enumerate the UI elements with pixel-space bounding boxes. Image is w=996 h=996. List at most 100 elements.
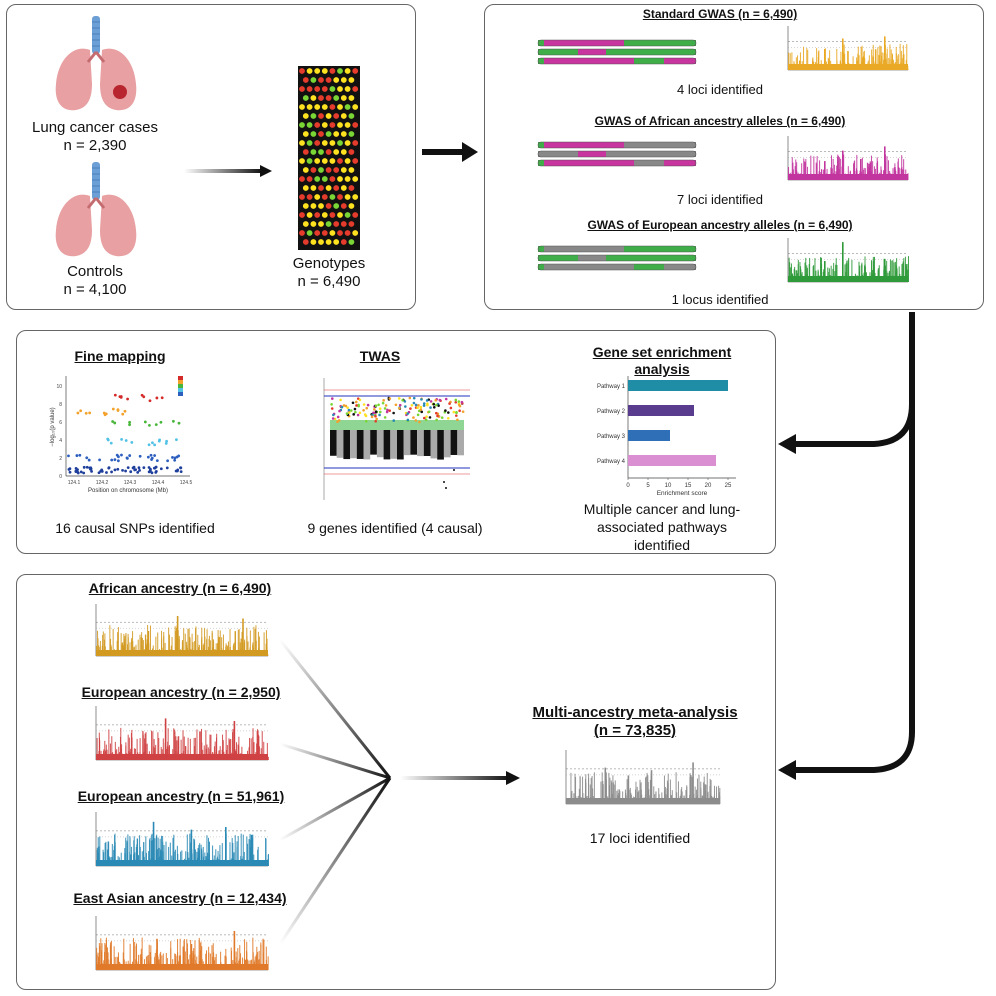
manhattan-point — [187, 737, 189, 760]
chromosome-segment — [538, 264, 544, 270]
manhattan-point — [104, 842, 106, 866]
gene-point — [379, 410, 382, 414]
manhattan-point — [193, 737, 195, 760]
manhattan-point — [172, 837, 174, 866]
gene-point — [420, 398, 423, 401]
y-tick-label: 8 — [59, 402, 62, 408]
manhattan-point — [139, 954, 141, 970]
manhattan-point — [677, 781, 679, 804]
genotype-dot — [306, 176, 313, 182]
gene-point — [383, 407, 387, 410]
manhattan-point — [203, 745, 205, 760]
manhattan-point — [219, 746, 221, 760]
genotype-dot — [340, 185, 347, 191]
genotype-dot — [340, 221, 347, 227]
genotype-dot — [352, 104, 359, 110]
gene-point — [424, 418, 428, 422]
manhattan-point — [896, 268, 898, 282]
manhattan-point — [207, 747, 209, 760]
manhattan-point — [96, 738, 98, 760]
manhattan-point — [99, 737, 101, 760]
genotype-dot — [321, 212, 328, 218]
gene-point — [434, 403, 438, 407]
manhattan-point — [104, 944, 106, 970]
gene-point — [432, 403, 436, 406]
gene-point — [372, 411, 375, 415]
manhattan-point — [123, 633, 125, 656]
chromosome-band — [330, 430, 337, 456]
manhattan-point — [256, 946, 258, 970]
manhattan-point — [109, 945, 111, 970]
manhattan-point — [133, 836, 135, 866]
manhattan-point — [818, 50, 820, 70]
manhattan-point — [864, 266, 866, 282]
manhattan-point — [871, 49, 873, 70]
gene-point — [409, 407, 412, 410]
manhattan-point — [237, 836, 239, 866]
genotype-dot — [299, 140, 305, 146]
manhattan-point — [589, 784, 591, 804]
genotype-dot — [299, 158, 305, 164]
manhattan-point — [104, 942, 106, 970]
genotype-dot — [299, 176, 305, 182]
manhattan-point — [575, 776, 577, 804]
manhattan-point — [189, 636, 191, 656]
manhattan-peak — [884, 146, 886, 180]
genotype-dot — [340, 131, 347, 137]
chromosome-segment — [578, 49, 606, 55]
genotype-dot — [310, 77, 317, 83]
manhattan-point — [121, 744, 123, 760]
genotype-dot — [318, 239, 324, 245]
manhattan-point — [856, 154, 858, 180]
genotype-dot — [333, 77, 340, 83]
chromosome-segment — [664, 264, 696, 270]
manhattan-point — [202, 846, 204, 866]
manhattan-point — [198, 844, 200, 866]
manhattan-point — [903, 159, 905, 180]
manhattan-point — [164, 643, 166, 656]
snp-point — [124, 469, 127, 473]
manhattan-point — [791, 52, 793, 70]
manhattan-point — [241, 957, 243, 970]
x-tick-label: 124.2 — [96, 480, 109, 486]
manhattan-point — [612, 775, 614, 804]
manhattan-point — [258, 950, 260, 970]
genotype-dot — [352, 140, 359, 146]
gene-point — [444, 397, 448, 401]
manhattan-point — [117, 952, 119, 970]
manhattan-point — [113, 845, 115, 866]
standard-gwas-title: Standard GWAS (n = 6,490) — [642, 7, 798, 21]
meta-analysis-result: 17 loci identified — [589, 830, 691, 846]
legend-swatch — [178, 388, 183, 392]
manhattan-point — [213, 746, 215, 760]
manhattan-point — [204, 852, 206, 866]
manhattan-point — [258, 636, 260, 656]
manhattan-point — [123, 938, 125, 970]
manhattan-point — [880, 45, 882, 70]
chromosome-band — [410, 430, 418, 455]
manhattan-base — [788, 276, 908, 282]
manhattan-point — [812, 266, 814, 282]
african-chromosomes — [537, 141, 697, 167]
genotype-dot — [302, 239, 309, 245]
manhattan-point — [847, 51, 849, 70]
gene-point — [454, 400, 458, 404]
x-axis-label: Enrichment score — [657, 490, 708, 497]
manhattan-point — [146, 743, 148, 760]
manhattan-point — [142, 640, 144, 656]
genotype-dot — [325, 113, 332, 119]
chromosome-band — [417, 430, 424, 457]
manhattan-point — [830, 265, 832, 282]
manhattan-point — [124, 642, 126, 656]
manhattan-point — [99, 836, 101, 866]
chromosome-segment — [538, 40, 544, 46]
manhattan-point — [848, 257, 850, 282]
manhattan-peak — [650, 770, 653, 804]
gene-point — [346, 406, 349, 409]
genotype-dot — [352, 68, 359, 74]
manhattan-point — [881, 52, 883, 70]
gene-point — [447, 411, 450, 414]
manhattan-point — [151, 833, 153, 866]
manhattan-point — [192, 642, 194, 656]
